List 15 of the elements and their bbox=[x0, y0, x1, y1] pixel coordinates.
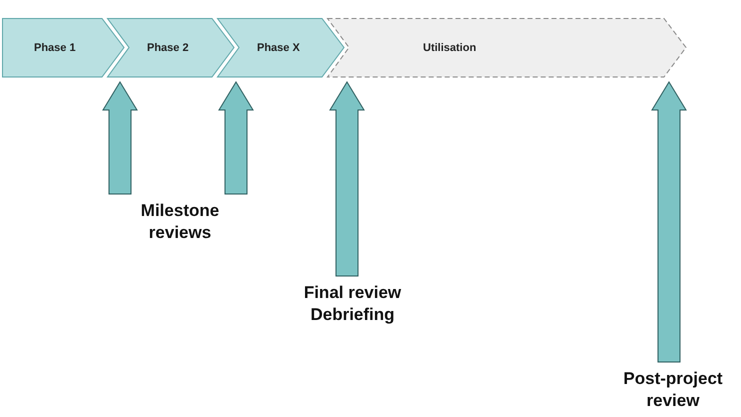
phase-label: Phase X bbox=[257, 42, 300, 54]
chevron-shape bbox=[2, 18, 125, 78]
chevron-shape bbox=[107, 18, 235, 78]
chevron-shape bbox=[217, 18, 345, 78]
block-arrow bbox=[218, 81, 254, 194]
phase-label: Phase 1 bbox=[34, 42, 76, 54]
block-arrow bbox=[102, 81, 138, 194]
review-label: Milestone reviews bbox=[115, 200, 245, 244]
block-arrow bbox=[651, 81, 687, 362]
block-arrow bbox=[329, 81, 365, 276]
review-label: Final review Debriefing bbox=[285, 282, 420, 326]
review-label: Post-project review bbox=[605, 368, 741, 412]
phase-label: Utilisation bbox=[423, 42, 476, 54]
phase-label: Phase 2 bbox=[147, 42, 189, 54]
chevron-shape bbox=[327, 18, 687, 78]
